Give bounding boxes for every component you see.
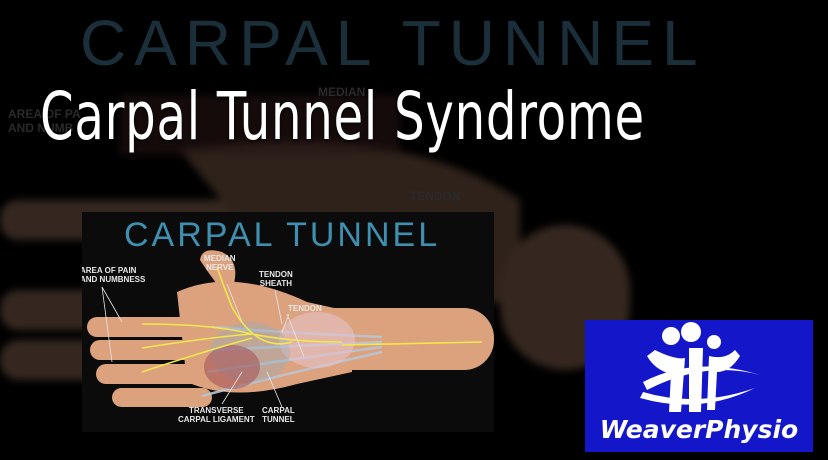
- label-tendon: TENDON: [288, 304, 322, 313]
- label-transverse-carpal-ligament: TRANSVERSE CARPAL LIGAMENT: [178, 406, 255, 424]
- label-area-of-pain: AREA OF PAIN AND NUMBNESS: [82, 266, 146, 284]
- diagram-title: CARPAL TUNNEL: [124, 216, 441, 254]
- background-label-area-2: AND NUMB: [8, 121, 74, 135]
- background-label-tendon: TENDON: [410, 189, 461, 203]
- carpal-tunnel-diagram: CARPAL TUNNEL: [82, 212, 494, 432]
- background-title: CARPAL TUNNEL: [80, 7, 706, 79]
- page-title: Carpal Tunnel Syndrome: [40, 78, 645, 155]
- label-tendon-sheath: TENDON SHEATH: [259, 270, 293, 288]
- logo-wordmark: WeaverPhysio: [599, 415, 799, 444]
- people-figures-icon: [640, 322, 760, 412]
- hand-illustration: [87, 250, 494, 408]
- label-median-nerve: MEDIAN NERVE: [204, 254, 236, 272]
- background-label-median: MEDIAN: [318, 85, 365, 99]
- label-carpal-tunnel: CARPAL TUNNEL: [262, 406, 295, 424]
- background-label-area: AREA OF PA: [8, 107, 81, 121]
- weaverphysio-logo: WeaverPhysio: [585, 320, 813, 452]
